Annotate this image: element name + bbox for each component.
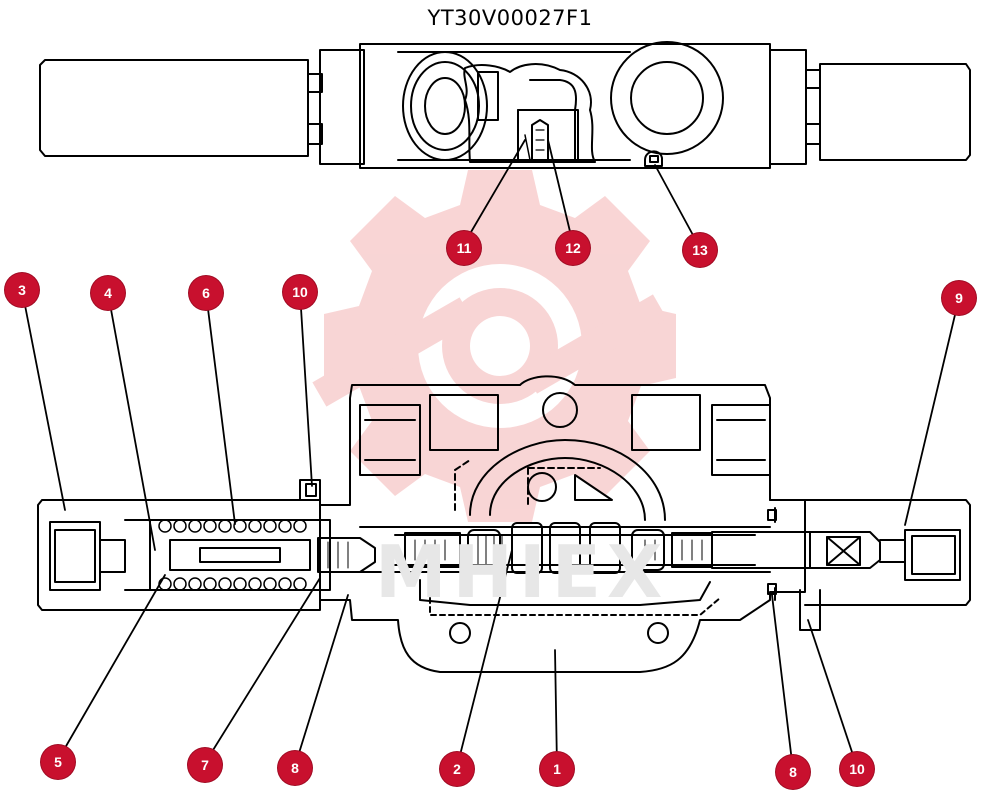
callout-12[interactable]: 12 (556, 231, 590, 265)
callout-1[interactable]: 1 (540, 752, 574, 786)
callout-10-top[interactable]: 10 (283, 275, 317, 309)
callout-10-bottom[interactable]: 10 (840, 752, 874, 786)
callout-8-left[interactable]: 8 (278, 751, 312, 785)
callout-9[interactable]: 9 (942, 281, 976, 315)
top-view (39, 41, 971, 169)
watermark-text: MHIEX (375, 530, 669, 614)
callout-11[interactable]: 11 (447, 231, 481, 265)
callout-13[interactable]: 13 (683, 233, 717, 267)
callout-5[interactable]: 5 (41, 745, 75, 779)
callout-8-right[interactable]: 8 (776, 755, 810, 789)
diagram-title: YT30V00027F1 (427, 6, 593, 30)
section-view (37, 375, 971, 673)
callout-2[interactable]: 2 (440, 752, 474, 786)
watermark-gear-icon (312, 170, 676, 522)
leader-lines (21, 139, 960, 771)
callout-4[interactable]: 4 (91, 276, 125, 310)
callout-3[interactable]: 3 (5, 273, 39, 307)
callout-6[interactable]: 6 (189, 276, 223, 310)
callout-7[interactable]: 7 (188, 748, 222, 782)
